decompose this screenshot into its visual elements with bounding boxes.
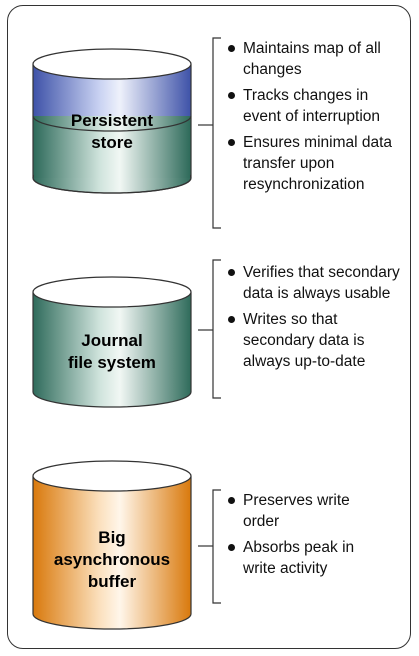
bullet-item: Writes so that secondary data is always … [226, 309, 406, 372]
big-asynchronous-buffer-label-line-3: buffer [87, 572, 137, 591]
big-asynchronous-buffer-label-line-2: asynchronous [53, 550, 171, 569]
bracket-journal-file-system [198, 259, 221, 399]
bullet-item: Verifies that secondary data is always u… [226, 262, 406, 304]
bullet-item: Preserves write order [226, 490, 376, 532]
journal-file-system-label-line-2: file system [68, 353, 156, 372]
bracket-persistent-store [198, 37, 221, 229]
journal-file-system-bullets: Verifies that secondary data is always u… [226, 262, 406, 377]
bullet-item: Tracks changes in event of interruption [226, 85, 406, 127]
big-asynchronous-buffer-cylinder [32, 460, 192, 630]
journal-file-system-label-line-1: Journal [81, 331, 143, 350]
journal-file-system-cylinder [32, 276, 192, 408]
big-asynchronous-buffer-bullets: Preserves write order Absorbs peak in wr… [226, 490, 376, 584]
persistent-store-label: Persistent store [33, 110, 191, 154]
big-asynchronous-buffer-label: Big asynchronous buffer [33, 527, 191, 593]
bullet-item: Absorbs peak in write activity [226, 537, 376, 579]
persistent-store-cylinder [32, 48, 192, 194]
bullet-item: Maintains map of all changes [226, 38, 406, 80]
bracket-big-asynchronous-buffer [198, 489, 221, 604]
persistent-store-label-line-1: Persistent [70, 111, 154, 130]
persistent-store-bullets: Maintains map of all changes Tracks chan… [226, 38, 406, 200]
big-asynchronous-buffer-label-line-1: Big [98, 528, 126, 547]
bullet-item: Ensures minimal data transfer upon resyn… [226, 132, 406, 195]
persistent-store-label-line-2: store [91, 133, 133, 152]
journal-file-system-label: Journal file system [33, 330, 191, 374]
